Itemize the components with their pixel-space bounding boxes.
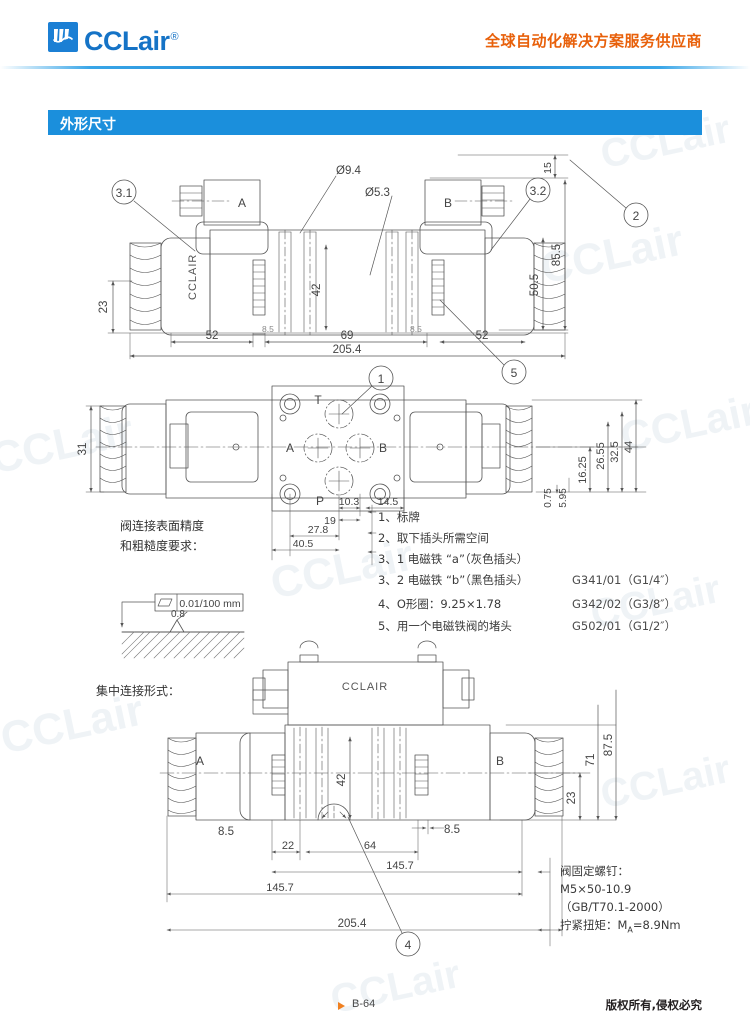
section-header-bar: 外形尺寸 [48,110,702,135]
svg-text:27.8: 27.8 [308,524,329,536]
watermark-2: CCLair [536,215,688,294]
surface-note-line1: 阀连接表面精度 [120,519,205,533]
watermark-8: CCLair [596,746,735,818]
svg-text:A: A [238,196,246,210]
svg-text:A: A [286,441,294,455]
svg-text:8.5: 8.5 [218,826,234,838]
svg-text:71: 71 [585,754,597,767]
svg-text:69: 69 [341,330,354,342]
svg-text:32.5: 32.5 [609,441,621,462]
logo-wave-icon [48,22,78,52]
screw-note-line4: 拧紧扭矩：MA=8.9Nm [560,916,681,939]
page-header: CCLair® 全球自动化解决方案服务供应商 [0,0,750,78]
registered-mark-icon: ® [170,31,179,43]
svg-text:26.55: 26.55 [595,442,607,470]
svg-text:3.1: 3.1 [116,186,133,200]
svg-text:22: 22 [282,840,294,852]
svg-text:40.5: 40.5 [293,538,314,550]
svg-text:64: 64 [364,840,376,852]
torque-value: =8.9Nm [632,918,681,932]
legend-item-4: 3、2 电磁铁 “b”（黑色插头） [378,573,529,587]
svg-text:A: A [196,754,204,768]
svg-text:145.7: 145.7 [386,860,414,872]
header-tagline: 全球自动化解决方案服务供应商 [484,32,702,50]
svg-text:CCLAIR: CCLAIR [342,681,388,693]
svg-text:B: B [379,441,387,455]
screw-note-line2: M5×50-10.9 [560,882,632,896]
central-connection-note: 集中连接形式： [96,684,181,698]
svg-text:50.5: 50.5 [529,274,541,296]
svg-text:15: 15 [542,162,554,174]
svg-text:B: B [444,196,452,210]
svg-text:42: 42 [336,774,348,787]
torque-label: 拧紧扭矩：M [560,918,628,932]
surface-note-line2: 和粗糙度要求： [120,539,205,553]
svg-text:8.5: 8.5 [410,324,422,334]
svg-text:5: 5 [511,366,518,380]
svg-text:3.2: 3.2 [530,184,547,198]
svg-text:CCLAIR: CCLAIR [187,254,199,300]
page-marker-icon [338,1002,345,1010]
svg-text:14.5: 14.5 [378,496,399,508]
svg-text:Ø9.4: Ø9.4 [336,165,362,177]
legend-item-3: 3、1 电磁铁 “a”（灰色插头） [378,552,529,566]
svg-text:23: 23 [566,792,578,805]
svg-text:8.5: 8.5 [262,324,274,334]
svg-text:19: 19 [324,515,336,527]
logo-wordmark: CCLair [84,26,170,56]
svg-text:4: 4 [405,938,412,952]
svg-text:10.3: 10.3 [339,496,360,508]
svg-text:205.4: 205.4 [333,344,362,356]
svg-text:5.95: 5.95 [558,488,569,508]
svg-text:0.8: 0.8 [171,609,185,620]
legend-code-4: G341/01（G1/4″） [572,573,677,587]
legend-item-6: 5、用一个电磁铁阀的堵头 [378,619,512,633]
legend-code-5: G342/02（G3/8″） [572,597,677,611]
watermark-4: CCLair [0,405,138,484]
svg-text:T: T [314,393,322,407]
svg-text:52: 52 [206,330,219,342]
header-divider [0,66,750,69]
legend-code-6: G502/01（G1/2″） [572,619,677,633]
screw-note-line3: （GB/T70.1-2000） [560,900,670,914]
torque-subscript: A [627,925,633,935]
svg-text:P: P [316,494,324,508]
fixing-screw-note: 阀固定螺钉： M5×50-10.9 （GB/T70.1-2000） 拧紧扭矩：M… [560,862,681,939]
logo-text: CCLair® [84,22,179,56]
svg-text:16.25: 16.25 [577,456,589,484]
svg-text:145.7: 145.7 [266,882,294,894]
page-number: B-64 [352,998,376,1010]
legend-item-1: 1、标牌 [378,510,420,524]
brand-logo: CCLair® [48,22,179,56]
legend-item-5: 4、O形圈：9.25×1.78 [378,597,502,611]
svg-text:205.4: 205.4 [338,918,367,930]
svg-text:1: 1 [378,372,385,386]
svg-text:87.5: 87.5 [603,734,615,756]
copyright-notice: 版权所有,侵权必究 [605,998,702,1012]
svg-text:0.01/100 mm: 0.01/100 mm [179,598,241,610]
svg-text:2: 2 [633,209,640,223]
section-title: 外形尺寸 [60,117,116,133]
watermark-9: CCLair [326,951,465,1023]
svg-text:Ø5.3: Ø5.3 [365,187,390,199]
svg-text:52: 52 [476,330,489,342]
svg-text:B: B [496,754,504,768]
svg-text:8.5: 8.5 [444,824,460,836]
svg-text:0.75: 0.75 [543,488,554,508]
svg-text:23: 23 [98,301,110,314]
svg-text:42: 42 [311,284,323,297]
legend-item-2: 2、取下插头所需空间 [378,531,489,545]
surface-requirement-note: 阀连接表面精度 和粗糙度要求： [120,516,204,556]
watermark-3: CCLair [616,386,750,461]
screw-note-line1: 阀固定螺钉： [560,864,629,878]
